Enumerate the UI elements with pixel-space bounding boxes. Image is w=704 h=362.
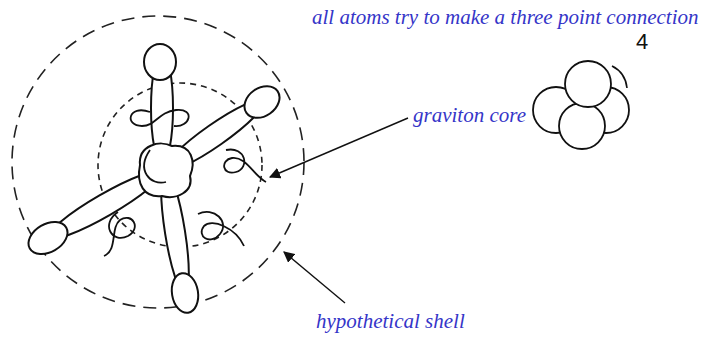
note-label: all atoms try to make a three point conn…	[312, 4, 698, 31]
four-atom-cluster	[533, 61, 629, 149]
hypothetical-shell-circle	[12, 16, 304, 308]
shell-leader	[284, 252, 345, 303]
part-label: hypothetical shell	[316, 308, 465, 335]
cluster-arc	[612, 66, 627, 88]
atom-lobes	[23, 44, 286, 315]
atom-curls	[104, 110, 266, 256]
part-label: graviton core	[413, 102, 526, 129]
callout-number: 4	[636, 28, 648, 55]
graviton-leader	[270, 118, 408, 177]
